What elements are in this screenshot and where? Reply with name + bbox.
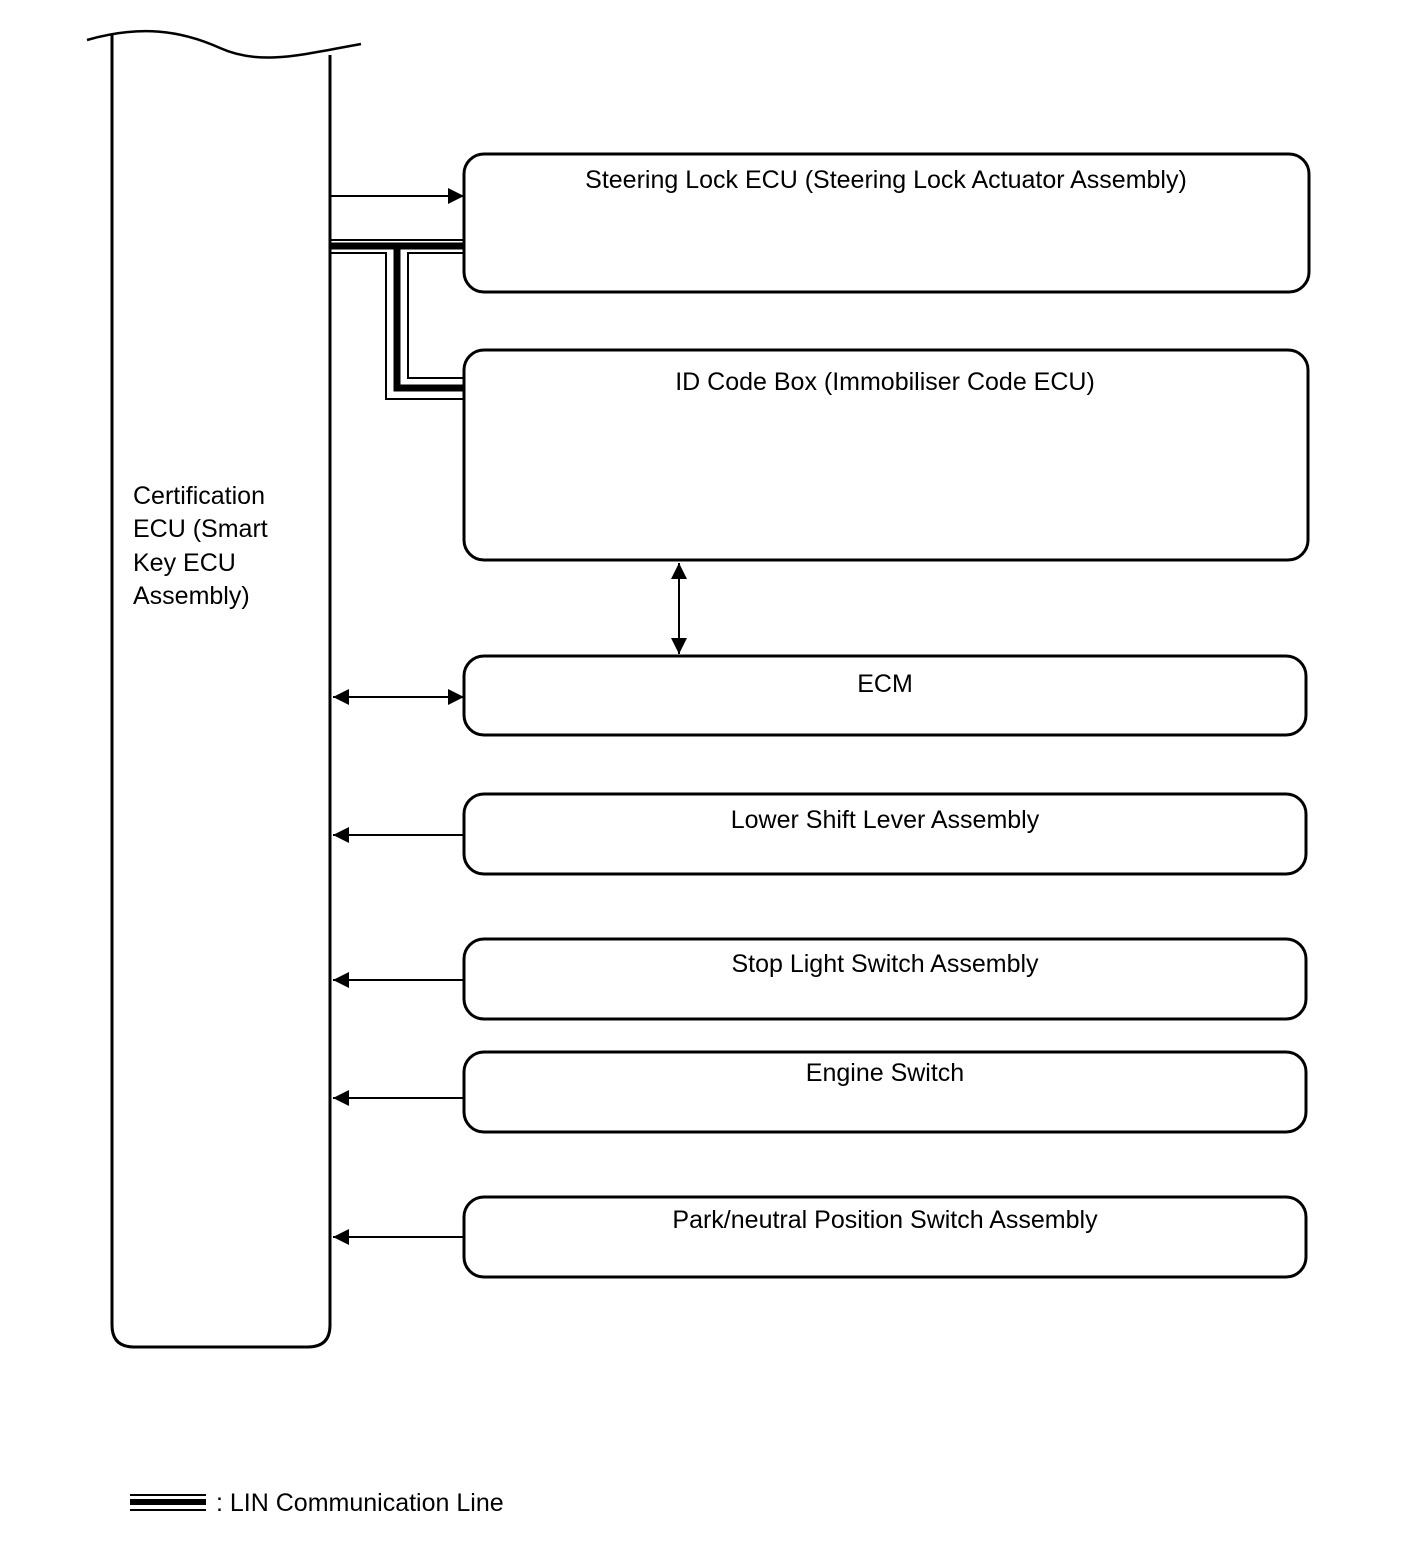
- certification-ecu-label-line-1: Certification: [133, 482, 265, 510]
- certification-ecu-label-line-4: Assembly): [133, 582, 250, 610]
- ecm-label: ECM: [857, 670, 913, 698]
- legend: : LIN Communication Line: [130, 1489, 504, 1517]
- park-neutral-switch-label: Park/neutral Position Switch Assembly: [672, 1206, 1098, 1234]
- certification-ecu-label-line-2: ECU (Smart: [133, 515, 268, 543]
- legend-lin-symbol: [130, 1494, 206, 1511]
- id-code-box: ID Code Box (Immobiliser Code ECU): [462, 348, 1310, 562]
- park-neutral-switch-box: Park/neutral Position Switch Assembly: [462, 1195, 1308, 1279]
- certification-ecu-label-line-3: Key ECU: [133, 549, 236, 577]
- legend-lin-label: : LIN Communication Line: [216, 1489, 504, 1517]
- certification-ecu-outline: [110, 35, 332, 1349]
- engine-switch-box: Engine Switch: [462, 1050, 1308, 1134]
- ecm-box: ECM: [462, 654, 1308, 737]
- stop-light-switch-box: Stop Light Switch Assembly: [462, 937, 1308, 1021]
- lower-shift-lever-label: Lower Shift Lever Assembly: [731, 806, 1040, 834]
- engine-switch-label: Engine Switch: [806, 1059, 964, 1087]
- stop-light-switch-label: Stop Light Switch Assembly: [731, 950, 1039, 978]
- break-line: [86, 29, 362, 59]
- lin-communication-line: [331, 239, 464, 400]
- certification-ecu-block: Certification ECU (Smart Key ECU Assembl…: [86, 29, 362, 1349]
- certification-ecu-label: Certification ECU (Smart Key ECU Assembl…: [133, 482, 275, 610]
- steering-lock-ecu-box: Steering Lock ECU (Steering Lock Actuato…: [462, 152, 1311, 294]
- id-code-box-label: ID Code Box (Immobiliser Code ECU): [675, 368, 1095, 396]
- steering-lock-ecu-label: Steering Lock ECU (Steering Lock Actuato…: [585, 166, 1187, 194]
- lower-shift-lever-box: Lower Shift Lever Assembly: [462, 792, 1308, 876]
